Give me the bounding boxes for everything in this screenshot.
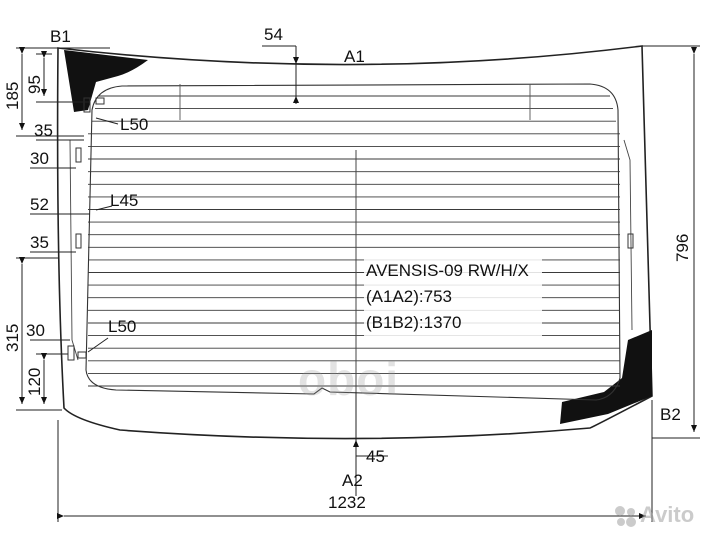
label-l45: L45 bbox=[110, 191, 138, 210]
avito-logo-icon bbox=[615, 506, 636, 527]
point-a1: A1 bbox=[344, 47, 365, 66]
label-l50-top: L50 bbox=[120, 115, 148, 134]
heating-area-outline bbox=[85, 83, 621, 401]
side-border-left bbox=[69, 139, 79, 361]
point-a2: A2 bbox=[342, 471, 363, 490]
label-l50-bottom: L50 bbox=[108, 317, 136, 336]
watermark-center: oboi bbox=[298, 353, 400, 405]
dim-35-mid: 35 bbox=[30, 233, 49, 252]
spec-a1a2: (A1A2):753 bbox=[366, 287, 452, 306]
dim-left-verticals bbox=[16, 47, 110, 411]
glass-outline bbox=[56, 45, 653, 440]
dim-796: 796 bbox=[673, 234, 692, 262]
dim-1232: 1232 bbox=[328, 493, 366, 512]
dim-right-height bbox=[640, 45, 700, 439]
point-b1: B1 bbox=[50, 27, 71, 46]
dim-30-top: 30 bbox=[30, 149, 49, 168]
point-b2: B2 bbox=[660, 405, 681, 424]
info-block-bg bbox=[364, 258, 542, 338]
dim-185: 185 bbox=[3, 82, 22, 110]
spec-b1b2: (B1B2):1370 bbox=[366, 313, 461, 332]
dim-315: 315 bbox=[3, 324, 22, 352]
dim-top-offset bbox=[262, 45, 299, 104]
corner-patch-bottom-right bbox=[560, 330, 652, 424]
corner-patch-top-left bbox=[64, 50, 148, 112]
dim-120: 120 bbox=[25, 368, 44, 396]
terminal-connectors bbox=[67, 97, 634, 361]
model-line: AVENSIS-09 RW/H/X bbox=[366, 261, 529, 280]
dim-left-horizontals bbox=[30, 117, 119, 353]
dim-35-top: 35 bbox=[34, 121, 53, 140]
dim-bottom-offset bbox=[353, 440, 388, 457]
heating-grid bbox=[88, 95, 620, 387]
watermark-corner: Avito bbox=[640, 502, 695, 527]
dim-30-bottom: 30 bbox=[26, 321, 45, 340]
dim-54: 54 bbox=[264, 25, 283, 44]
dim-95: 95 bbox=[25, 75, 44, 94]
dim-45: 45 bbox=[366, 447, 385, 466]
side-border-right bbox=[623, 139, 633, 331]
dim-52: 52 bbox=[30, 195, 49, 214]
